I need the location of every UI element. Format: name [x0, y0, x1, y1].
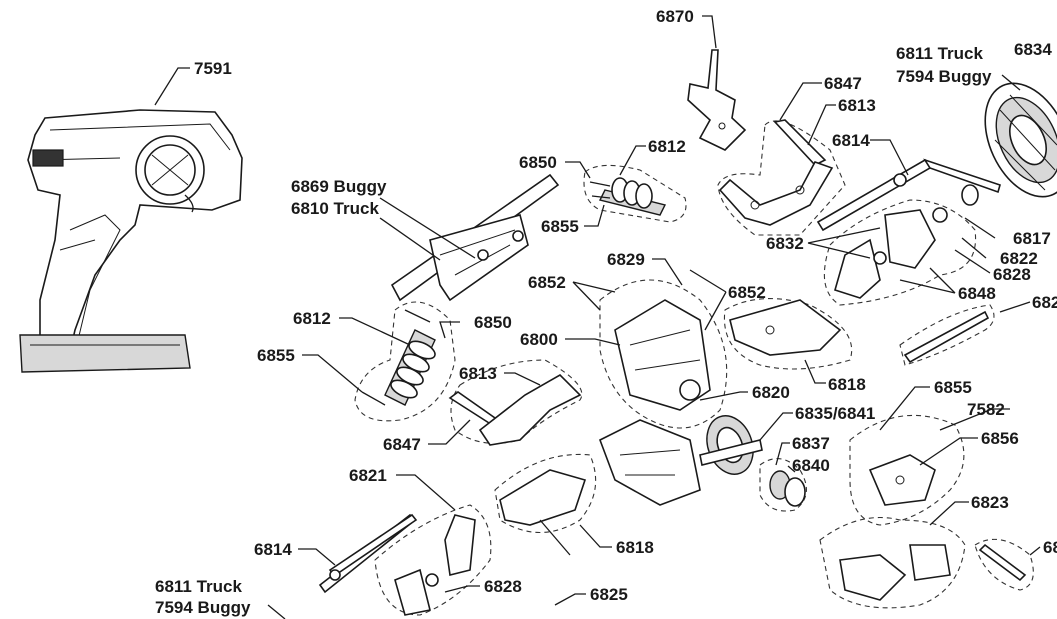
shaft-right-part — [899, 304, 995, 366]
upper-arm-top-part — [717, 119, 846, 236]
leader-lines — [154, 15, 1041, 619]
knuckle-right-part — [819, 414, 966, 609]
wheel-part — [984, 82, 1057, 198]
callout-68-cut: 68 — [1043, 538, 1057, 557]
callout-6813-top: 6813 — [838, 96, 876, 115]
callout-6847-top: 6847 — [824, 74, 862, 93]
callout-6832: 6832 — [766, 234, 804, 253]
callout-6821: 6821 — [349, 466, 387, 485]
callout-6812-left: 6812 — [293, 309, 331, 328]
callout-6813-left: 6813 — [459, 364, 497, 383]
callout-7594-buggy-top: 7594 Buggy — [896, 67, 992, 86]
lower-arm-right-part — [723, 298, 853, 370]
callout-6814-left: 6814 — [254, 540, 292, 559]
callout-6855-right: 6855 — [934, 378, 972, 397]
callout-6818-bottom: 6818 — [616, 538, 654, 557]
callout-6810-truck: 6810 Truck — [291, 199, 379, 218]
shock-top-part — [583, 164, 687, 223]
lower-arm-bottom-part — [494, 453, 597, 556]
shaft-bottom-right-part — [974, 538, 1034, 591]
callout-6835-6841: 6835/6841 — [795, 404, 875, 423]
callout-6818-right: 6818 — [828, 375, 866, 394]
driveshaft-left-part — [328, 513, 418, 581]
shock-left-part — [354, 301, 456, 422]
callout-6828-bottom: 6828 — [484, 577, 522, 596]
callout-6847-left: 6847 — [383, 435, 421, 454]
bumper-part — [390, 173, 560, 302]
callout-7591: 7591 — [194, 59, 232, 78]
gear-part — [759, 458, 807, 512]
callout-6850-left: 6850 — [474, 313, 512, 332]
callout-7594-buggy-bottom: 7594 Buggy — [155, 598, 251, 617]
callout-6825: 6825 — [590, 585, 628, 604]
callout-6848: 6848 — [958, 284, 996, 303]
callout-6855-top: 6855 — [541, 217, 579, 236]
callout-6834: 6834 — [1014, 40, 1052, 59]
callout-6828-right: 6828 — [993, 265, 1031, 284]
callout-6840: 6840 — [792, 456, 830, 475]
callout-7582: 7582 — [967, 400, 1005, 419]
callout-6822: 6822 — [1000, 249, 1038, 268]
callout-6852-right: 6852 — [728, 283, 766, 302]
callout-6814-top: 6814 — [832, 131, 870, 150]
knuckle-top-part — [823, 184, 979, 306]
upper-arm-left-part — [448, 359, 583, 446]
callout-6823: 6823 — [971, 493, 1009, 512]
callout-6811-truck-bottom: 6811 Truck — [155, 577, 243, 596]
callout-6800: 6800 — [520, 330, 558, 349]
transmitter-part — [19, 109, 243, 373]
callout-6829: 6829 — [607, 250, 645, 269]
callout-6850-top: 6850 — [519, 153, 557, 172]
chassis-part — [598, 279, 763, 506]
callout-6870: 6870 — [656, 7, 694, 26]
driveshaft-top-part — [816, 158, 1001, 232]
callout-6852-left: 6852 — [528, 273, 566, 292]
callout-6812-top: 6812 — [648, 137, 686, 156]
callout-682-cut: 682 — [1032, 293, 1057, 312]
callout-6817: 6817 — [1013, 229, 1051, 248]
callout-6856: 6856 — [981, 429, 1019, 448]
callout-6869-buggy: 6869 Buggy — [291, 177, 387, 196]
callout-6820: 6820 — [752, 383, 790, 402]
callout-6811-truck-top: 6811 Truck — [896, 44, 984, 63]
callout-6837: 6837 — [792, 434, 830, 453]
callout-6855-left: 6855 — [257, 346, 295, 365]
body-post-part — [687, 49, 747, 151]
